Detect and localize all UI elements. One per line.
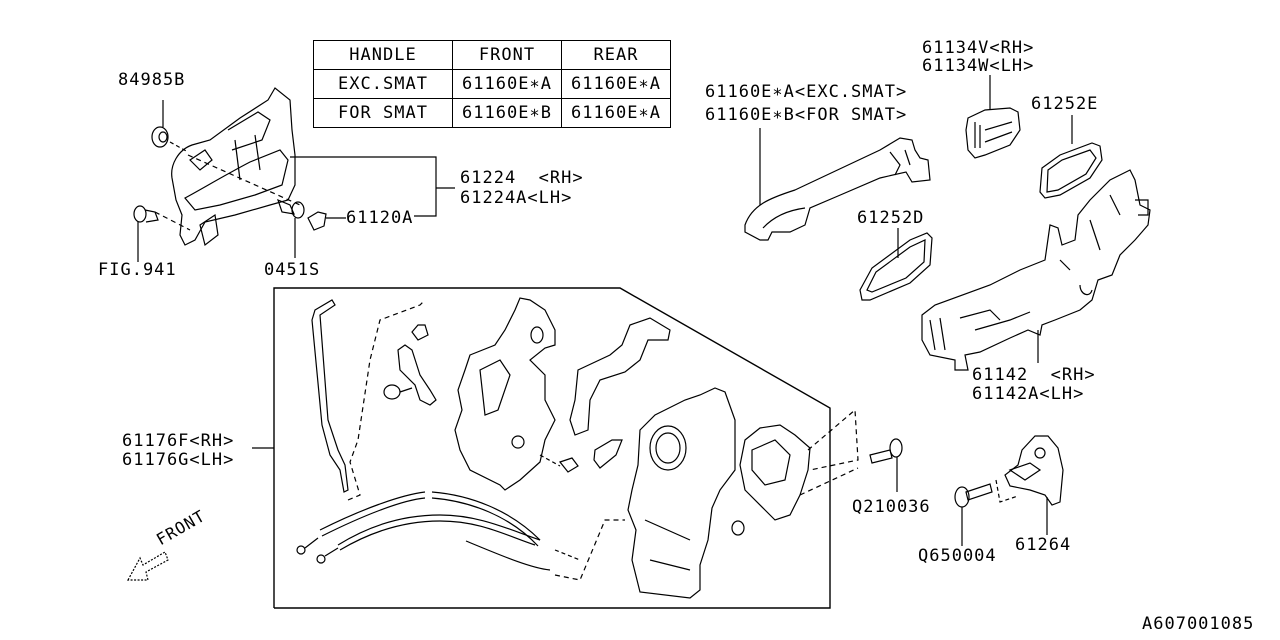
screw-q650004-part xyxy=(955,484,992,546)
latch-base-part xyxy=(740,410,858,520)
table-row: EXC.SMAT 61160E∗A 61160E∗A xyxy=(313,69,671,99)
handle-frame-part xyxy=(922,170,1150,370)
clip-84985b xyxy=(152,100,188,152)
table-header: HANDLE xyxy=(313,40,453,70)
actuator-housing-part xyxy=(628,388,744,598)
screw-0451s xyxy=(278,200,304,258)
table-cell: EXC.SMAT xyxy=(313,69,453,99)
lock-rod-part xyxy=(312,300,425,500)
table-cell: 61160E∗B xyxy=(452,98,562,128)
door-latch-part xyxy=(455,298,578,490)
table-header: FRONT xyxy=(452,40,562,70)
table-row: FOR SMAT 61160E∗B 61160E∗A xyxy=(313,98,671,128)
table-header: REAR xyxy=(561,40,671,70)
screw-q210036-part xyxy=(870,439,902,492)
part-label-q650004: Q650004 xyxy=(918,546,997,566)
part-label-61142-rh: 61142 <RH> xyxy=(972,365,1096,385)
part-label-61224-rh: 61224 <RH> xyxy=(460,168,584,188)
part-label-61252d: 61252D xyxy=(857,208,925,228)
figure-id: A607001085 xyxy=(1142,614,1255,634)
part-label-84985b: 84985B xyxy=(118,70,186,90)
key-cylinder-cover-part xyxy=(966,75,1020,158)
part-label-61176-lh: 61176G<LH> xyxy=(122,450,235,470)
part-label-61264: 61264 xyxy=(1015,535,1072,555)
part-label-61252e: 61252E xyxy=(1031,94,1099,114)
part-label-61160e-b: 61160E∗B<FOR SMAT> xyxy=(705,105,908,125)
part-label-61224-lh: 61224A<LH> xyxy=(460,188,573,208)
part-label-61134-lh: 61134W<LH> xyxy=(922,56,1035,76)
table-cell: 61160E∗A xyxy=(561,69,671,99)
part-label-61120a: 61120A xyxy=(346,208,414,228)
gasket-61252e-part xyxy=(1040,115,1102,198)
inner-handle-part xyxy=(155,88,300,245)
table-cell: 61160E∗A xyxy=(561,98,671,128)
gasket-61252d-part xyxy=(860,228,932,300)
part-label-61160e-a: 61160E∗A<EXC.SMAT> xyxy=(705,82,908,102)
part-label-61176-rh: 61176F<RH> xyxy=(122,431,235,451)
front-arrow-icon xyxy=(128,552,168,580)
lever-bracket-part xyxy=(384,325,436,405)
leader-61224 xyxy=(290,157,436,216)
link-bracket-part xyxy=(570,318,670,468)
outer-handle-part xyxy=(745,128,930,240)
table-cell: FOR SMAT xyxy=(313,98,453,128)
lock-assembly-box xyxy=(274,288,830,608)
table-cell: 61160E∗A xyxy=(452,69,562,99)
cap-61120a xyxy=(308,212,346,230)
part-label-61142-lh: 61142A<LH> xyxy=(972,384,1085,404)
part-label-0451s: 0451S xyxy=(264,260,321,280)
part-label-fig941: FIG.941 xyxy=(98,260,177,280)
part-label-61134-rh: 61134V<RH> xyxy=(922,38,1035,58)
cable-assembly-part xyxy=(297,492,625,580)
part-label-q210036: Q210036 xyxy=(852,497,931,517)
striker-61264-part xyxy=(996,436,1063,535)
handle-table: HANDLE FRONT REAR EXC.SMAT 61160E∗A 6116… xyxy=(313,40,671,128)
screw-fig941 xyxy=(134,206,158,262)
table-header-row: HANDLE FRONT REAR xyxy=(313,40,671,70)
